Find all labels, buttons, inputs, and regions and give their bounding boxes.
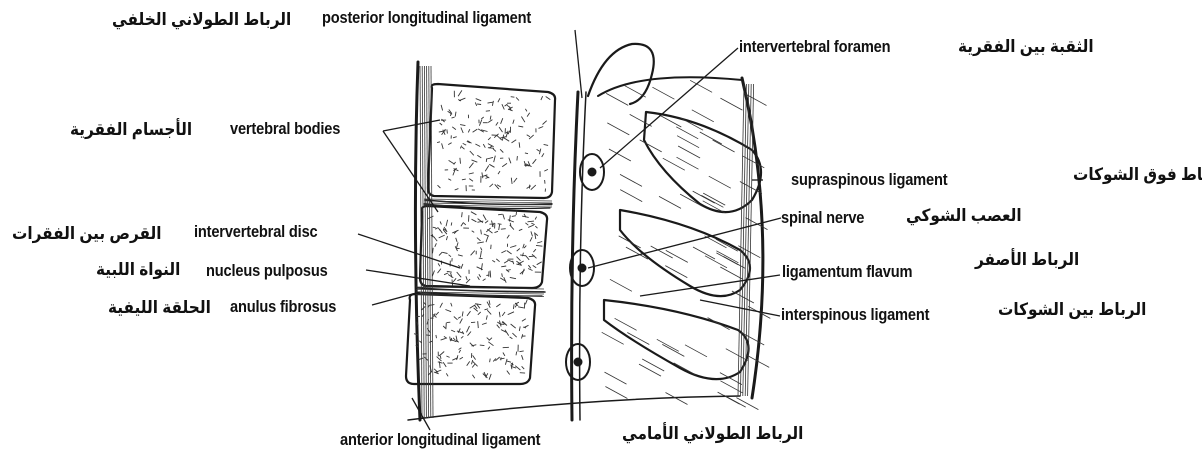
supraspinous-ligament-en: supraspinous ligament bbox=[791, 170, 947, 190]
anterior-longitudinal-ligament-ar: الرباط الطولاني الأمامي bbox=[622, 424, 803, 444]
ligamentum-flavum-ar: الرباط الأصفر bbox=[975, 250, 1079, 270]
nucleus-pulposus-ar: النواة اللبية bbox=[96, 260, 180, 280]
intervertebral-disc-ar: القرص بين الفقرات bbox=[12, 224, 162, 244]
vertebral-body-middle bbox=[420, 206, 547, 288]
vertebral-bodies-ar: الأجسام الفقرية bbox=[70, 120, 192, 140]
nucleus-pulposus-en: nucleus pulposus bbox=[206, 261, 328, 281]
posterior-longitudinal-ligament-ar: الرباط الطولاني الخلفي bbox=[112, 10, 291, 30]
spinous-process-middle bbox=[620, 210, 750, 296]
supraspinous-ligament-ar: الرباط فوق الشوكات bbox=[1073, 165, 1202, 185]
ligamentum-flavum-en: ligamentum flavum bbox=[782, 262, 912, 282]
vertebral-bodies-en: vertebral bodies bbox=[230, 119, 340, 139]
intervertebral-foramen-en: intervertebral foramen bbox=[739, 37, 890, 57]
spinal-nerve-en: spinal nerve bbox=[781, 208, 864, 228]
anulus-fibrosus-ar: الحلقة الليفية bbox=[108, 298, 211, 318]
interspinous-ligament-ar: الرباط بين الشوكات bbox=[998, 300, 1146, 320]
interspinous-ligament-en: interspinous ligament bbox=[781, 305, 929, 325]
intervertebral-disc-en: intervertebral disc bbox=[194, 222, 318, 242]
anterior-column-outline bbox=[415, 62, 420, 420]
vertebral-body-upper bbox=[428, 84, 555, 198]
spinous-process-lower bbox=[604, 300, 749, 379]
intervertebral-foramen-ar: الثقبة بين الفقرية bbox=[958, 37, 1094, 57]
spinal-nerve-ar: العصب الشوكي bbox=[906, 206, 1022, 226]
posterior-longitudinal-ligament-en: posterior longitudinal ligament bbox=[322, 8, 531, 28]
anterior-longitudinal-ligament-en: anterior longitudinal ligament bbox=[340, 430, 540, 450]
anulus-fibrosus-en: anulus fibrosus bbox=[230, 297, 336, 317]
